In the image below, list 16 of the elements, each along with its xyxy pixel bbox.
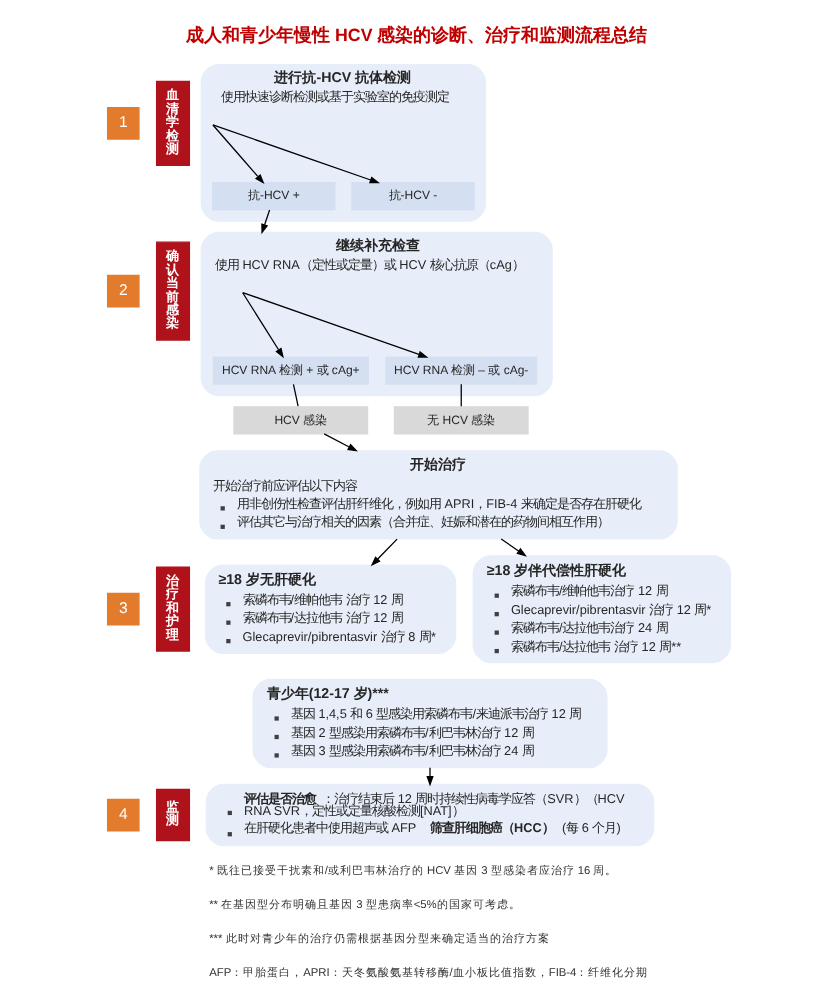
arrow: [426, 767, 434, 787]
arrow: [370, 538, 398, 567]
arrow: [212, 124, 380, 184]
arrow: [323, 433, 358, 452]
arrow: [242, 292, 284, 359]
arrow: [261, 209, 271, 235]
node-box: 1: [106, 107, 140, 140]
node-box: 2: [106, 274, 140, 308]
connector: [292, 383, 299, 407]
node-box: 4: [106, 798, 140, 832]
arrow: [500, 538, 527, 557]
connector: [460, 383, 462, 407]
arrow: [242, 291, 429, 358]
node-box: 3: [106, 592, 140, 626]
arrow: [212, 124, 265, 185]
diagram-title: 成人和青少年慢性 HCV 感染的诊断、治疗和监测流程总结: [186, 24, 648, 45]
